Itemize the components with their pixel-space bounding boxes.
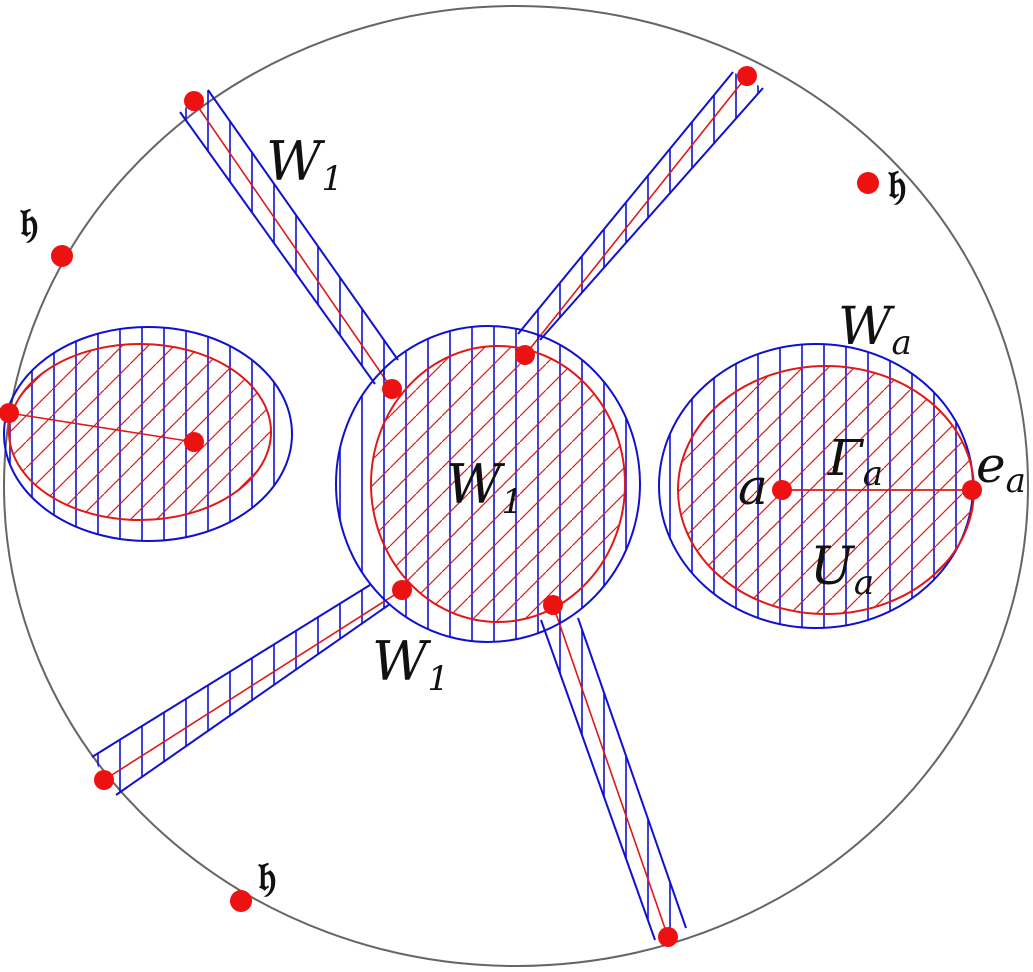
point-central-bottom-right [543,595,563,615]
label-frak-h-right: 𝔥 [888,161,906,208]
marked-points [0,66,982,947]
point-top-left-boundary [184,91,204,111]
label-frak-h-bottom: 𝔥 [258,853,276,900]
label-a: a [738,458,768,516]
central-inner-circle [370,345,626,623]
strip-bottom-left [91,584,403,796]
strip-top-right-core [524,75,748,356]
label-frak-h-left: 𝔥 [20,199,38,246]
point-frak-h-right [857,172,879,194]
point-central-top-right [515,345,535,365]
left-inner-ellipse [8,343,272,521]
left-radius-segment [8,412,195,443]
point-central-top-left [382,379,402,399]
strip-top-left [179,89,399,390]
point-central-bottom-left [392,580,412,600]
point-bottom-left-boundary [94,770,114,790]
point-left-center [184,432,204,452]
point-bottom-right-boundary [658,927,678,947]
outer-disk-boundary [3,5,1029,967]
label-wa: Wa [838,297,912,363]
strip-bottom-left-core [103,589,403,781]
label-w1-top: W1 [266,130,343,199]
label-gamma-a: Γa [827,429,883,494]
point-frak-h-left [51,245,73,267]
point-ea [962,480,982,500]
label-ea: ea [976,436,1026,501]
strip-bottom-right [540,604,687,941]
label-w1-center: W1 [446,453,523,522]
central-region-w1 [335,325,641,643]
label-ua: Ua [810,537,874,603]
point-a [772,480,792,500]
strip-top-left-core [193,100,393,390]
strip-top-right [517,71,764,356]
strip-bottom-right-core [552,604,669,938]
left-region [3,326,293,542]
point-left-boundary [0,403,19,423]
point-top-right-boundary [737,66,757,86]
right-region-wa [658,343,975,629]
label-w1-bottom: W1 [372,630,449,699]
point-frak-h-bottom [230,890,252,912]
